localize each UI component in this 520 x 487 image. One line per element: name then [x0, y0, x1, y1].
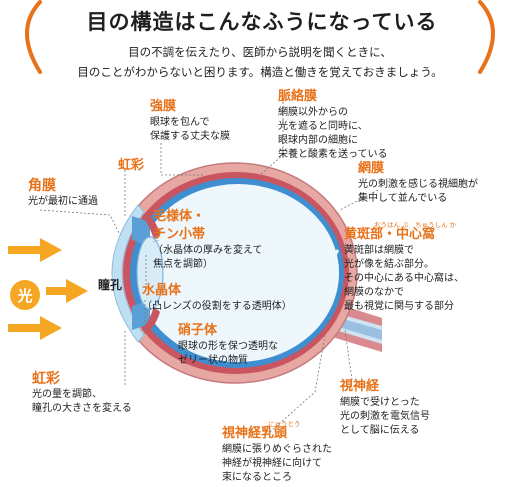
label-macula: 黄斑部・中心窩 黄斑部は網膜で 光が像を結ぶ部分。 その中心にある中心窩は、 網…: [344, 226, 464, 314]
label-iris-top-title: 虹彩: [118, 158, 145, 173]
label-retina-text: 集中して並んでいる: [358, 193, 448, 204]
label-optic-disc-text: 神経が視神経に向けて: [222, 458, 322, 469]
label-iris-bottom-text: 光の量を調節、: [32, 389, 102, 400]
ciliary-body: [142, 212, 160, 240]
page-title: 目の構造はこんなふうになっている: [86, 10, 438, 34]
intro-line: 目の不調を伝えたり、医師から説明を聞くときに、: [128, 45, 392, 59]
label-cornea-title: 角膜: [28, 178, 56, 194]
label-optic-nerve-text: 網膜で受けとった: [340, 397, 420, 408]
label-lens: 水晶体 （凸レンズの役割をする透明体）: [142, 282, 292, 314]
label-macula-text: 網膜のなかで: [344, 287, 404, 298]
label-optic-disc-text: 網膜に張りめぐらされた: [222, 444, 332, 455]
light-arrows: [8, 238, 88, 340]
label-macula-text: 最も視覚に関与する部分: [344, 301, 454, 312]
label-cornea-text: 光が最初に通過: [28, 196, 98, 207]
label-optic-nerve-text: 光の刺激を電気信号: [340, 411, 430, 422]
label-sclera-text: 保護する丈夫な膜: [150, 131, 230, 142]
lens: [136, 236, 164, 310]
label-iris-bottom-text: 瞳孔の大きさを変える: [32, 403, 132, 414]
label-sclera: 強膜 眼球を包んで 保護する丈夫な膜: [150, 98, 230, 144]
leader-lines: [39, 98, 379, 433]
label-retina-text: 光の刺激を感じる視細胞が: [358, 179, 478, 190]
label-retina-title: 網膜: [358, 161, 385, 176]
label-macula-title: 黄斑部・中心窩: [344, 227, 436, 242]
label-iris-top: 虹彩: [118, 157, 144, 175]
label-choroid-text: 光を遮ると同時に、: [278, 121, 368, 132]
label-cornea: 角膜 光が最初に通過: [28, 177, 98, 209]
zinn-zonule: [151, 235, 160, 311]
label-ciliary-title: 毛様体・: [153, 209, 206, 224]
header: 目の構造はこんなふうになっている 目の不調を伝えたり、医師から説明を聞くときに、…: [0, 0, 520, 80]
label-optic-nerve-text: として脳に伝える: [340, 425, 420, 436]
label-choroid-title: 脈絡膜: [278, 89, 318, 104]
light-label: 光: [10, 280, 40, 310]
label-optic-nerve-title: 視神経: [340, 379, 380, 394]
label-retina: 網膜 光の刺激を感じる視細胞が 集中して並んでいる: [358, 160, 478, 206]
cornea: [111, 204, 145, 343]
label-choroid-text: 眼球内部の細胞に: [278, 135, 358, 146]
intro-line: 目のことがわからないと困ります。構造と働きを覚えておきましょう。: [77, 65, 443, 79]
label-optic-disc: 視神経乳頭 網膜に張りめぐらされた 神経が視神経に向けて 束になるところ: [222, 425, 332, 485]
label-vitreous-text: ゼリー状の物質: [178, 355, 248, 366]
label-optic-disc-title: 視神経乳頭: [222, 426, 288, 441]
vitreous-body: [137, 184, 339, 362]
label-iris-bottom-title: 虹彩: [32, 371, 60, 387]
label-macula-text: 光が像を結ぶ部分。: [344, 259, 434, 270]
label-optic-nerve: 視神経 網膜で受けとった 光の刺激を電気信号 として脳に伝える: [340, 378, 430, 438]
label-ciliary: 毛様体・ チン小帯 （水晶体の厚みを変えて 焦点を調節）: [153, 208, 263, 272]
label-macula-text: 黄斑部は網膜で: [344, 245, 414, 256]
macula-ruby: おうはん ぶ ちゅうしん か: [374, 221, 457, 229]
label-choroid-text: 網膜以外からの: [278, 107, 348, 118]
label-iris-bottom: 虹彩 光の量を調節、 瞳孔の大きさを変える: [32, 370, 132, 416]
label-vitreous-title: 硝子体: [178, 323, 218, 338]
title-bracket-left: [25, 0, 42, 74]
fovea: [333, 249, 340, 267]
label-optic-disc-text: 束になるところ: [222, 472, 292, 483]
label-vitreous: 硝子体 眼球の形を保つ透明な ゼリー状の物質: [178, 322, 278, 368]
label-sclera-text: 眼球を包んで: [150, 117, 210, 128]
label-sclera-title: 強膜: [150, 99, 177, 114]
label-lens-title: 水晶体: [142, 283, 182, 298]
title-bracket-right: [478, 0, 495, 74]
label-pupil: 瞳孔: [98, 278, 123, 292]
label-lens-text: （凸レンズの役割をする透明体）: [142, 301, 292, 312]
ciliary-body: [142, 306, 160, 334]
label-ciliary-text: （水晶体の厚みを変えて: [153, 245, 263, 256]
label-vitreous-text: 眼球の形を保つ透明な: [178, 341, 278, 352]
optic-disc-ruby: にゅうとう: [268, 420, 301, 428]
label-macula-text: その中心にある中心窩は、: [344, 273, 464, 284]
intro-text: 目の不調を伝えたり、医師から説明を聞くときに、 目のことがわからないと困ります。…: [40, 42, 480, 82]
label-choroid-text: 栄養と酸素を送っている: [278, 149, 388, 160]
label-zonule-title: チン小帯: [153, 227, 206, 242]
label-ciliary-text: 焦点を調節）: [153, 259, 213, 270]
label-choroid: 脈絡膜 網膜以外からの 光を遮ると同時に、 眼球内部の細胞に 栄養と酸素を送って…: [278, 88, 388, 162]
